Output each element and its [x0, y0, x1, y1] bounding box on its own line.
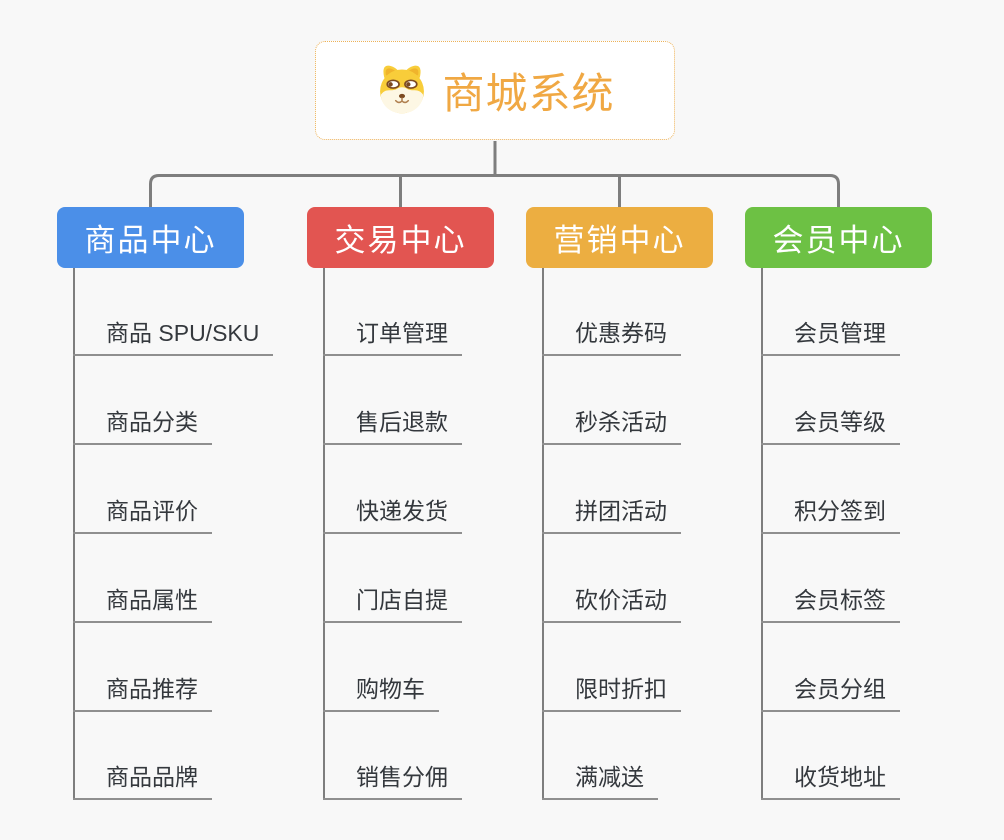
child-topic-label: 商品评价 — [106, 498, 198, 524]
child-topic[interactable]: 售后退款 — [323, 408, 462, 445]
child-topic-label: 拼团活动 — [575, 498, 667, 524]
child-topic[interactable]: 门店自提 — [323, 586, 462, 623]
child-topic[interactable]: 商品属性 — [73, 586, 212, 623]
child-topic-label: 砍价活动 — [575, 587, 667, 613]
child-topic[interactable]: 商品 SPU/SKU — [73, 319, 274, 356]
child-topic-label: 商品推荐 — [106, 676, 198, 702]
branch-children-line — [542, 268, 544, 800]
child-topic[interactable]: 商品品牌 — [73, 763, 212, 800]
child-topic[interactable]: 会员分组 — [761, 675, 900, 712]
branch-label: 商品中心 — [84, 223, 217, 258]
child-topic-label: 快递发货 — [356, 498, 448, 524]
child-topic-label: 商品属性 — [106, 587, 198, 613]
child-topic[interactable]: 会员等级 — [761, 408, 900, 445]
child-topic[interactable]: 收货地址 — [761, 763, 900, 800]
child-topic-label: 购物车 — [356, 676, 425, 702]
child-topic[interactable]: 销售分佣 — [323, 763, 462, 800]
child-topic-label: 商品 SPU/SKU — [106, 320, 260, 346]
child-topic-label: 优惠券码 — [575, 320, 667, 346]
child-topic[interactable]: 商品分类 — [73, 408, 212, 445]
child-topic-label: 会员分组 — [794, 676, 886, 702]
root-topic-mall-system[interactable]: 商城系统 — [315, 41, 675, 140]
child-topic-label: 售后退款 — [356, 409, 448, 435]
child-topic[interactable]: 商品评价 — [73, 497, 212, 534]
child-topic[interactable]: 会员管理 — [761, 319, 900, 356]
dog-face-icon — [375, 61, 429, 120]
child-topic[interactable]: 满减送 — [542, 763, 658, 800]
child-topic-label: 秒杀活动 — [575, 409, 667, 435]
branch-node-marketing-center[interactable]: 营销中心 — [526, 207, 713, 268]
child-topic[interactable]: 拼团活动 — [542, 497, 681, 534]
branch-children-line — [323, 268, 325, 800]
child-topic-label: 销售分佣 — [356, 764, 448, 790]
child-topic-label: 会员等级 — [794, 409, 886, 435]
child-topic[interactable]: 会员标签 — [761, 586, 900, 623]
branch-children-line — [761, 268, 763, 800]
branch-node-product-center[interactable]: 商品中心 — [57, 207, 244, 268]
child-topic[interactable]: 砍价活动 — [542, 586, 681, 623]
child-topic[interactable]: 商品推荐 — [73, 675, 212, 712]
child-topic-label: 收货地址 — [794, 764, 886, 790]
child-topic[interactable]: 优惠券码 — [542, 319, 681, 356]
branch-label: 会员中心 — [772, 223, 905, 258]
child-topic-label: 会员管理 — [794, 320, 886, 346]
child-topic-label: 商品分类 — [106, 409, 198, 435]
child-topic[interactable]: 秒杀活动 — [542, 408, 681, 445]
branch-children-line — [73, 268, 75, 800]
child-topic-label: 门店自提 — [356, 587, 448, 613]
child-topic-label: 满减送 — [575, 764, 644, 790]
branch-node-trade-center[interactable]: 交易中心 — [307, 207, 494, 268]
branch-label: 交易中心 — [334, 223, 467, 258]
branch-label: 营销中心 — [553, 223, 686, 258]
child-topic[interactable]: 订单管理 — [323, 319, 462, 356]
root-topic-label: 商城系统 — [442, 70, 615, 117]
branch-node-member-center[interactable]: 会员中心 — [745, 207, 932, 268]
child-topic[interactable]: 限时折扣 — [542, 675, 681, 712]
child-topic[interactable]: 积分签到 — [761, 497, 900, 534]
child-topic-label: 会员标签 — [794, 587, 886, 613]
child-topic-label: 订单管理 — [356, 320, 448, 346]
child-topic[interactable]: 购物车 — [323, 675, 439, 712]
child-topic[interactable]: 快递发货 — [323, 497, 462, 534]
child-topic-label: 积分签到 — [794, 498, 886, 524]
child-topic-label: 商品品牌 — [106, 764, 198, 790]
child-topic-label: 限时折扣 — [575, 676, 667, 702]
